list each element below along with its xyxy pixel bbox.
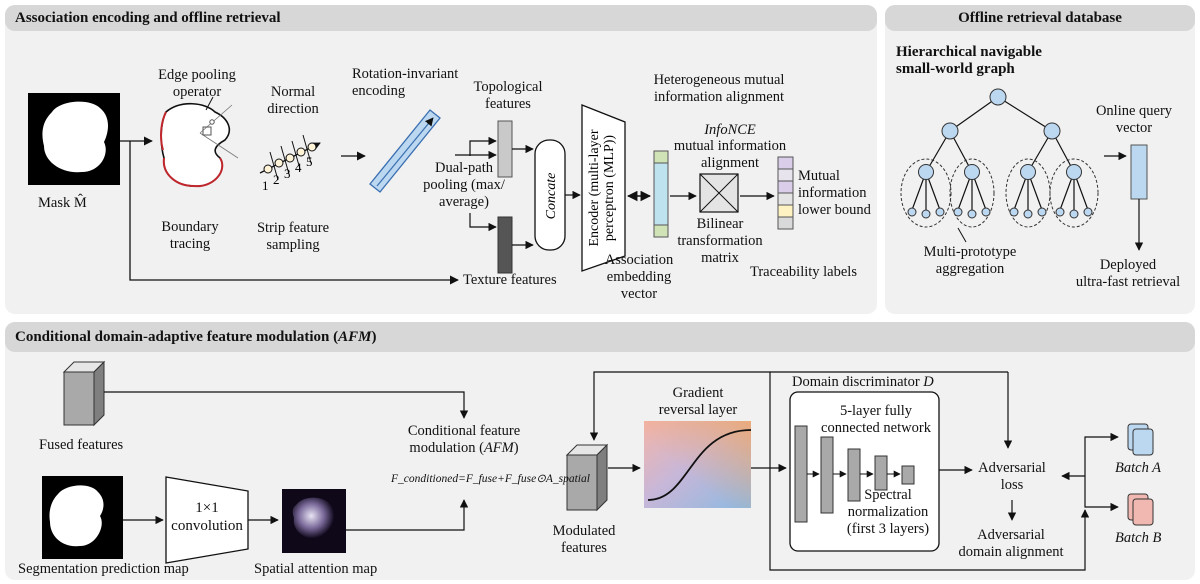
adv-align-label: Adversarial domain alignment xyxy=(958,527,1064,560)
texture-feature-bar xyxy=(497,216,513,274)
arrow-dual-top xyxy=(469,136,497,156)
deployed-label: Deployed ultra-fast retrieval xyxy=(1075,257,1181,290)
texture-features-label: Texture features xyxy=(463,272,557,288)
multi-prototype-label: Multi-prototype aggregation xyxy=(923,244,1017,277)
fused-features-label: Fused features xyxy=(39,437,124,453)
segmentation-shape xyxy=(49,485,104,547)
edge-pointer xyxy=(205,96,214,111)
batch-b-icon xyxy=(1127,493,1154,526)
heterogeneous-label: Heterogeneous mutual information alignme… xyxy=(653,72,785,105)
conv-label-b: convolution xyxy=(171,518,243,534)
arrow-feedback-loop xyxy=(589,371,771,468)
bilinear-matrix xyxy=(699,173,739,213)
edge-pooling-contour xyxy=(160,102,239,188)
strip-num-2: 2 xyxy=(273,172,280,187)
hnsw-graph-nodes xyxy=(907,88,1093,219)
conv-label-a: 1×1 xyxy=(195,500,219,516)
conv-block xyxy=(165,476,249,564)
header-afm-italic: AFM xyxy=(338,329,372,345)
spectral-label: Spectral normalization (first 3 layers) xyxy=(846,487,930,537)
online-query-vector-bar xyxy=(1130,144,1148,200)
grl-curve xyxy=(647,429,752,501)
batch-a-label: Batch A xyxy=(1115,460,1162,476)
batch-b-label: Batch B xyxy=(1115,530,1162,546)
strip-num-1: 1 xyxy=(262,178,269,193)
traceability-label-stack xyxy=(777,156,794,230)
arrow-mask-texture xyxy=(129,141,459,285)
infonce-sub-label: mutual information alignment xyxy=(673,138,787,171)
fused-features-cube xyxy=(62,360,106,427)
bilinear-label: Bilinear transformation matrix xyxy=(677,216,763,266)
strip-num-3: 3 xyxy=(284,166,291,181)
domain-disc-label: Domain discriminator D xyxy=(792,374,934,391)
strip-num-5: 5 xyxy=(306,154,313,169)
arrow-to-batch-a xyxy=(1084,432,1119,476)
modulated-features-cube xyxy=(565,443,609,512)
strip-sampling-label: Strip feature sampling xyxy=(256,220,330,253)
mask-label: Mask M̂ xyxy=(38,195,87,211)
mutual-bound-label: Mutual information lower bound xyxy=(798,168,871,218)
header-database: Offline retrieval database xyxy=(885,5,1195,31)
encoder-mlp-block xyxy=(581,104,626,272)
domain-disc-d: D xyxy=(923,374,934,390)
spatial-map-label: Spatial attention map xyxy=(254,561,378,577)
header-afm-main: Conditional domain-adaptive feature modu… xyxy=(15,329,339,345)
hnsw-label: Hierarchical navigable small-world graph xyxy=(896,44,1042,77)
mask-shape xyxy=(42,101,108,173)
domain-disc-text: Domain discriminator xyxy=(792,374,924,390)
online-query-label: Online query vector xyxy=(1095,103,1173,136)
aggregation-pointer xyxy=(957,227,967,243)
topological-label: Topological features xyxy=(473,79,543,112)
header-afm: Conditional domain-adaptive feature modu… xyxy=(5,322,1195,352)
dual-path-label: Dual-path pooling (max/ average) xyxy=(423,160,505,210)
normal-direction-label: Normal direction xyxy=(267,84,319,117)
encoder-label-b: perceptron (MLP)) xyxy=(602,135,617,241)
header-afm-end: ) xyxy=(371,329,377,345)
edge-pooling-label: Edge pooling operator xyxy=(158,67,236,100)
grl-label: Gradient reversal layer xyxy=(658,385,738,418)
hnsw-cluster-ellipses xyxy=(900,158,1099,228)
arrow-attn-afm xyxy=(346,499,469,531)
adv-loss-label: Adversarial loss xyxy=(978,460,1046,493)
modulated-label: Modulated features xyxy=(552,523,616,556)
cond-mod-label: modulation (AFM) xyxy=(394,440,534,457)
cond-mod-label-d: ) xyxy=(513,440,519,456)
rotation-invariant-bar xyxy=(369,109,441,193)
boundary-tracing-label: Boundary tracing xyxy=(161,219,219,252)
traceability-label: Traceability labels xyxy=(750,264,857,280)
arrow-to-batch-b xyxy=(1084,476,1119,512)
strip-sampling-chain xyxy=(259,134,321,181)
afm-formula: F_conditioned=F_fuse+F_fuse⊙A_spatial xyxy=(391,473,590,485)
infonce-label: InfoNCE xyxy=(704,122,756,138)
cond-mod-label-c: AFM xyxy=(483,440,514,456)
association-embedding-vector xyxy=(653,150,669,238)
association-vector-label: Association embedding vector xyxy=(604,252,674,302)
seg-map-label: Segmentation prediction map xyxy=(18,561,189,577)
attention-shape xyxy=(292,497,335,539)
concate-label: Concate xyxy=(544,173,559,220)
fc-layers xyxy=(794,425,915,523)
rotation-invariant-label: Rotation-invariant encoding xyxy=(352,66,459,99)
batch-a-icon xyxy=(1127,423,1154,456)
strip-num-4: 4 xyxy=(295,160,302,175)
header-association: Association encoding and offline retriev… xyxy=(5,5,877,31)
cond-mod-label-b: modulation ( xyxy=(409,440,484,456)
arrow-dual-bottom xyxy=(469,213,497,232)
cond-mod-label-a: Conditional feature xyxy=(407,423,521,439)
fc-network-label: 5-layer fully connected network xyxy=(821,403,931,436)
arrow-fused-afm xyxy=(104,391,469,419)
arrow-bottom-loop xyxy=(769,468,1090,571)
encoder-label-a: Encoder (multi-layer xyxy=(587,129,602,246)
